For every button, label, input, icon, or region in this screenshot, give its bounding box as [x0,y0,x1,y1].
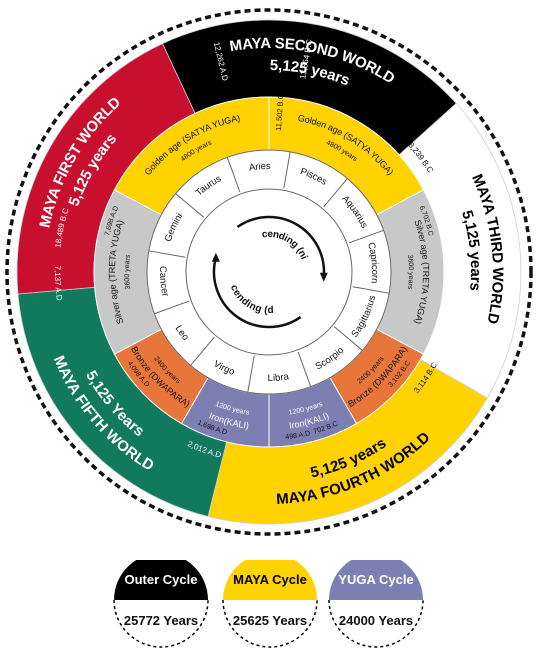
ascending-arrow-head [211,252,220,262]
zodiac-divider [352,286,390,294]
zodiac-aries-label: Aries [248,160,271,173]
yuga-silver-left-years: 3600 years [124,254,132,290]
maya-cycle-label: MAYA Cycle [233,572,307,587]
yuga-cycle-value: 24000 Years [338,613,414,628]
outer-cycle-dashed-circle [5,8,533,536]
center-circle [185,188,353,356]
maya-date-label: 7,137 A.D [53,265,64,301]
zodiac-divider [154,300,190,315]
outer-cycle-dashed-arc [113,599,209,648]
zodiac-ring: PiscesAquariusCapricornSagittariusScorpi… [146,149,392,395]
outer-cycle-label: Outer Cycle [124,572,198,587]
yuga-silver-right-years: 3600 years [406,254,414,290]
legend-yuga-cycle: YUGA Cycle 24000 Years [321,560,431,656]
zodiac-divider [148,250,186,258]
zodiac-divider [348,229,384,244]
zodiac-divider [226,157,241,193]
legend-maya-cycle: MAYA Cycle 25625 Years [215,560,325,656]
yuga-date-label: 11,502 B.C [274,93,286,131]
zodiac-divider [283,151,291,189]
descending-arrow-head [319,272,328,282]
maya-cycle-cap [223,560,317,600]
yuga-cycle-badge-icon [328,560,424,648]
legend-outer-cycle: Outer Cycle 25772 Years [106,560,216,656]
outer-cycle-badge-icon [113,560,209,648]
outer-dashed-ring [5,8,533,536]
outer-cycle-cap [114,560,208,600]
zodiac-divider [297,351,312,387]
zodiac-divider [190,336,215,366]
maya-cycle-dashed-arc [222,599,318,648]
ascending-arrow-icon [212,257,302,329]
zodiac-divider [175,193,205,218]
zodiac-cancer-label: Cancer [157,266,171,298]
zodiac-divider [247,355,255,393]
maya-cycle-badge-icon [222,560,318,648]
yuga-date-label: 498 A.D [285,430,311,441]
yuga-cycle-cap [329,560,423,600]
zodiac-divider [333,326,363,351]
yuga-age-ring: Golden age (SATYA YUGA)4800 yearsSilver … [93,93,445,448]
yuga-cycle-label: YUGA Cycle [338,572,414,587]
zodiac-libra-label: Libra [268,371,291,384]
outer-cycle-value: 25772 Years [123,613,199,628]
maya-cycle-value: 25625 Years [232,613,308,628]
descending-arrow-icon [236,215,326,277]
zodiac-divider [323,178,348,208]
yuga-cycle-dashed-arc [328,599,424,648]
